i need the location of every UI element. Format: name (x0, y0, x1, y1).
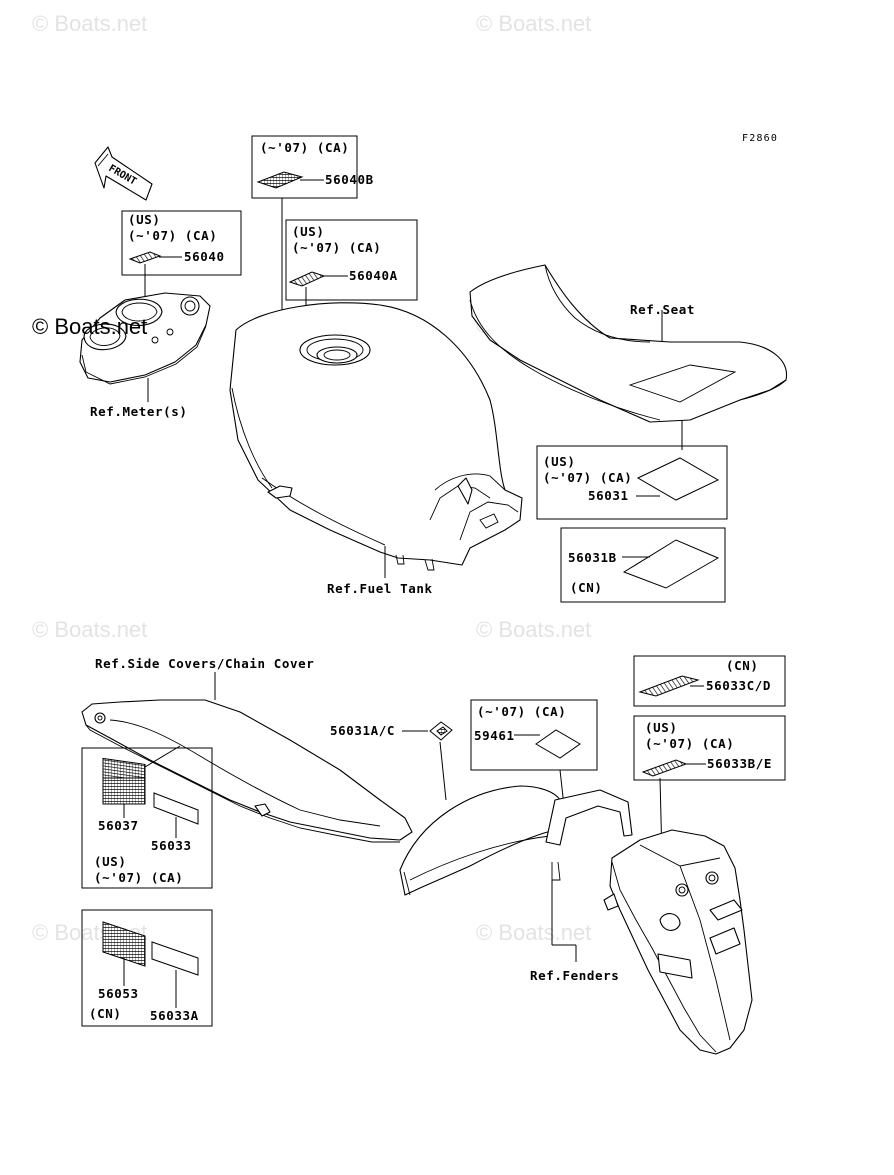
part-number: 56031A/C (330, 723, 395, 738)
part-number: 56033A (150, 1008, 199, 1023)
fuel-tank-drawing (229, 302, 523, 578)
callout-note: (~'07) (CA) (543, 470, 632, 485)
part-number: 56033C/D (706, 678, 771, 693)
part-number: 56040 (184, 249, 225, 264)
front-arrow-icon: FRONT (94, 146, 153, 201)
ref-meter-label: Ref.Meter(s) (90, 404, 188, 419)
callout-note: (CN) (89, 1006, 122, 1021)
callout-seat-us: (US) (~'07) (CA) 56031 (536, 445, 728, 520)
part-number: 56031 (588, 488, 629, 503)
callout-seat-cn: 56031B (CN) (560, 527, 726, 603)
seat-drawing (469, 264, 788, 450)
watermark: © Boats.net (32, 11, 147, 36)
callout-fender-mid: (~'07) (CA) 59461 (470, 699, 598, 816)
ref-side-covers-label: Ref.Side Covers/Chain Cover (95, 656, 314, 671)
callout-note: (CN) (726, 658, 759, 673)
ref-fenders-label: Ref.Fenders (530, 968, 619, 983)
callout-note: (~'07) (CA) (260, 140, 349, 155)
callout-note: (CN) (570, 580, 603, 595)
callout-note: (~'07) (CA) (645, 736, 734, 751)
watermark: © Boats.net (476, 11, 591, 36)
part-number: 56031B (568, 550, 617, 565)
watermark-dark: © Boats.net (32, 314, 147, 339)
rear-fender-drawing (399, 785, 633, 962)
callout-tank-mid: (US) (~'07) (CA) 56040A (285, 219, 418, 330)
callout-side-us: 56037 56033 (US) (~'07) (CA) (81, 747, 213, 889)
watermark: © Boats.net (476, 617, 591, 642)
callout-note: (US) (543, 454, 576, 469)
callout-side-cn: 56053 56033A (CN) (81, 909, 213, 1027)
ref-fuel-tank-label: Ref.Fuel Tank (327, 581, 433, 596)
callout-note: (US) (292, 224, 325, 239)
part-number: 56033B/E (707, 756, 772, 771)
side-cover-drawing (81, 699, 413, 843)
part-number: 56053 (98, 986, 139, 1001)
part-number: 56040B (325, 172, 374, 187)
callout-note: (~'07) (CA) (477, 704, 566, 719)
watermark: © Boats.net (32, 617, 147, 642)
watermark: © Boats.net (476, 920, 591, 945)
callout-fender-us: (US) (~'07) (CA) 56033B/E (633, 715, 786, 859)
callout-tank-top: (~'07) (CA) 56040B (251, 135, 374, 318)
callout-note: (~'07) (CA) (94, 870, 183, 885)
ref-seat-label: Ref.Seat (630, 302, 695, 317)
callout-fender-cn: (CN) 56033C/D (633, 655, 786, 707)
tail-fender-drawing (603, 829, 753, 1055)
callout-note: (US) (128, 212, 161, 227)
callout-note: (~'07) (CA) (292, 240, 381, 255)
callout-meter: (US) (~'07) (CA) 56040 (121, 210, 242, 300)
callout-note: (~'07) (CA) (128, 228, 217, 243)
callout-note: (US) (94, 854, 127, 869)
diagram-code: F2860 (742, 133, 778, 144)
part-number: 56033 (151, 838, 192, 853)
part-number: 59461 (474, 728, 515, 743)
part-number: 56037 (98, 818, 139, 833)
meter-assembly-drawing (79, 292, 211, 402)
callout-note: (US) (645, 720, 678, 735)
part-number: 56040A (349, 268, 398, 283)
